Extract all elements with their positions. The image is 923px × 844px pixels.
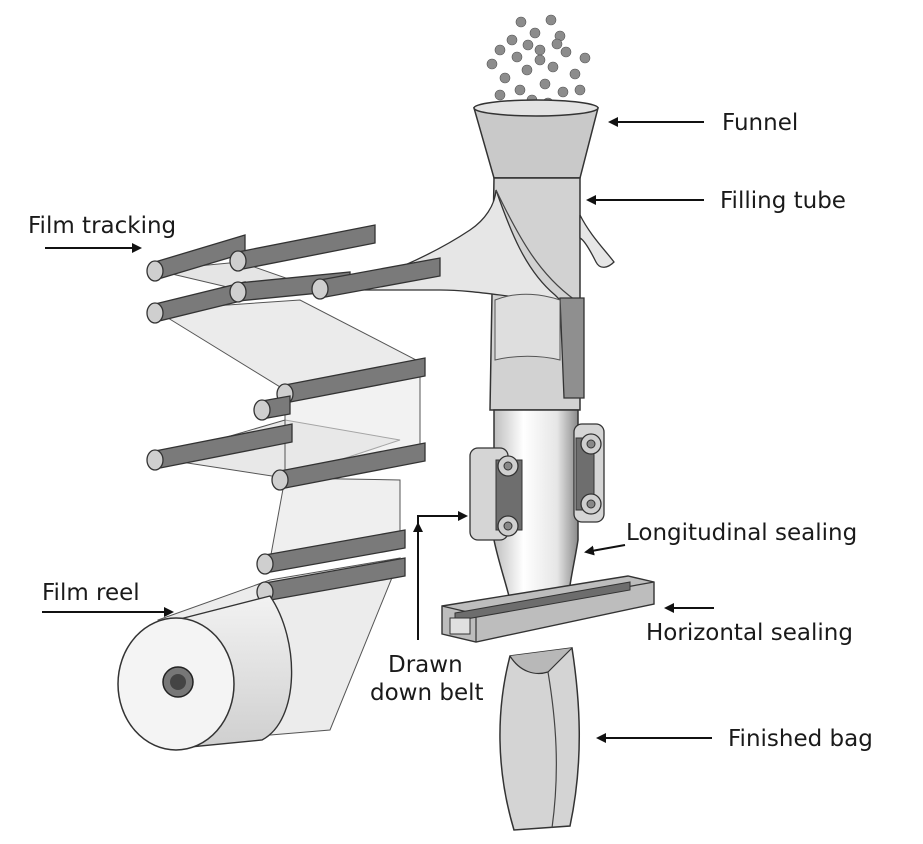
drawn-down-belt-label-line2: down belt	[370, 680, 484, 706]
finished-bag-label: Finished bag	[728, 726, 873, 752]
label-filling-tube: Filling tube	[586, 188, 846, 214]
film-reel	[117, 595, 293, 751]
label-finished-bag: Finished bag	[596, 726, 873, 752]
drawn-down-belt-label-line1: Drawn	[388, 652, 463, 678]
funnel-label: Funnel	[722, 110, 798, 136]
film-reel-label: Film reel	[42, 580, 140, 606]
label-funnel: Funnel	[608, 110, 798, 136]
film-tracking-label: Film tracking	[28, 213, 176, 239]
drawn-down-belt-right	[573, 423, 605, 523]
horizontal-sealing-label: Horizontal sealing	[646, 620, 853, 646]
label-drawn-down-belt: Drawn down belt	[370, 511, 484, 706]
finished-bag	[499, 647, 580, 831]
label-longitudinal-sealing: Longitudinal sealing	[584, 520, 857, 556]
label-film-reel: Film reel	[42, 580, 174, 617]
drawn-down-belt-left	[469, 447, 523, 541]
funnel	[473, 99, 599, 179]
label-film-tracking: Film tracking	[28, 213, 176, 253]
longitudinal-sealing-label: Longitudinal sealing	[626, 520, 857, 546]
label-horizontal-sealing: Horizontal sealing	[646, 603, 853, 646]
filling-tube-label: Filling tube	[720, 188, 846, 214]
horizontal-sealing-jaws	[441, 575, 655, 643]
film-tracking-rollers	[146, 224, 441, 603]
